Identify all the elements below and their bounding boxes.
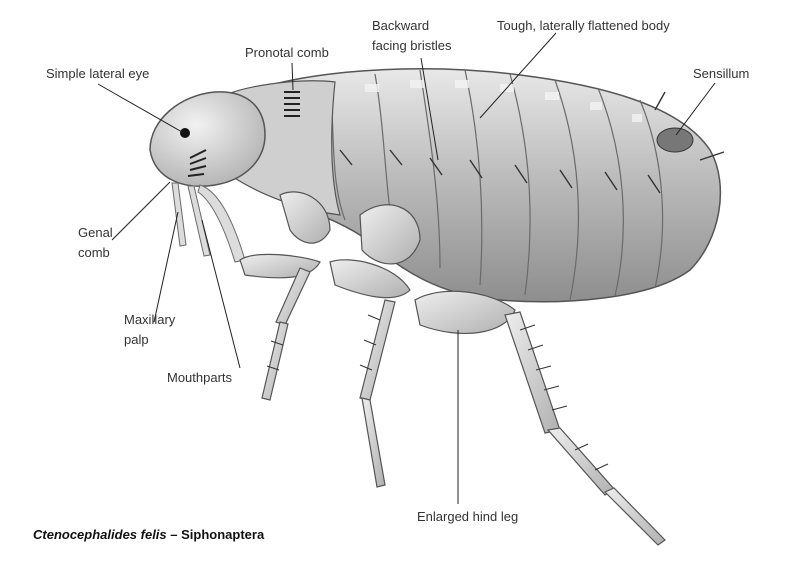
flea-body (239, 68, 725, 303)
label-backward-bristles-line1: Backward (372, 18, 430, 33)
label-genal-comb-line1: Genal (78, 225, 113, 240)
caption-species: Ctenocephalides felis (33, 527, 167, 542)
figure-caption: Ctenocephalides felis – Siphonaptera (33, 527, 264, 542)
label-maxillary-palp-line2: palp (124, 332, 149, 347)
leader-lines (97, 32, 716, 504)
flea-mouthparts (171, 182, 246, 263)
label-body: Tough, laterally flattened body (497, 18, 670, 33)
label-backward-bristles-line2: facing bristles (372, 38, 452, 53)
label-mouthparts: Mouthparts (167, 370, 233, 385)
caption-order: Siphonaptera (181, 527, 265, 542)
label-simple-lateral-eye: Simple lateral eye (46, 66, 150, 81)
flea-head (149, 91, 266, 187)
flea-legs (239, 191, 666, 546)
label-pronotal-comb: Pronotal comb (245, 45, 329, 60)
label-genal-comb-line2: comb (78, 245, 110, 260)
label-sensillum: Sensillum (693, 66, 750, 81)
caption-separator: – (166, 527, 182, 542)
label-hind-leg: Enlarged hind leg (417, 509, 519, 524)
label-maxillary-palp-line1: Maxillary (124, 312, 176, 327)
